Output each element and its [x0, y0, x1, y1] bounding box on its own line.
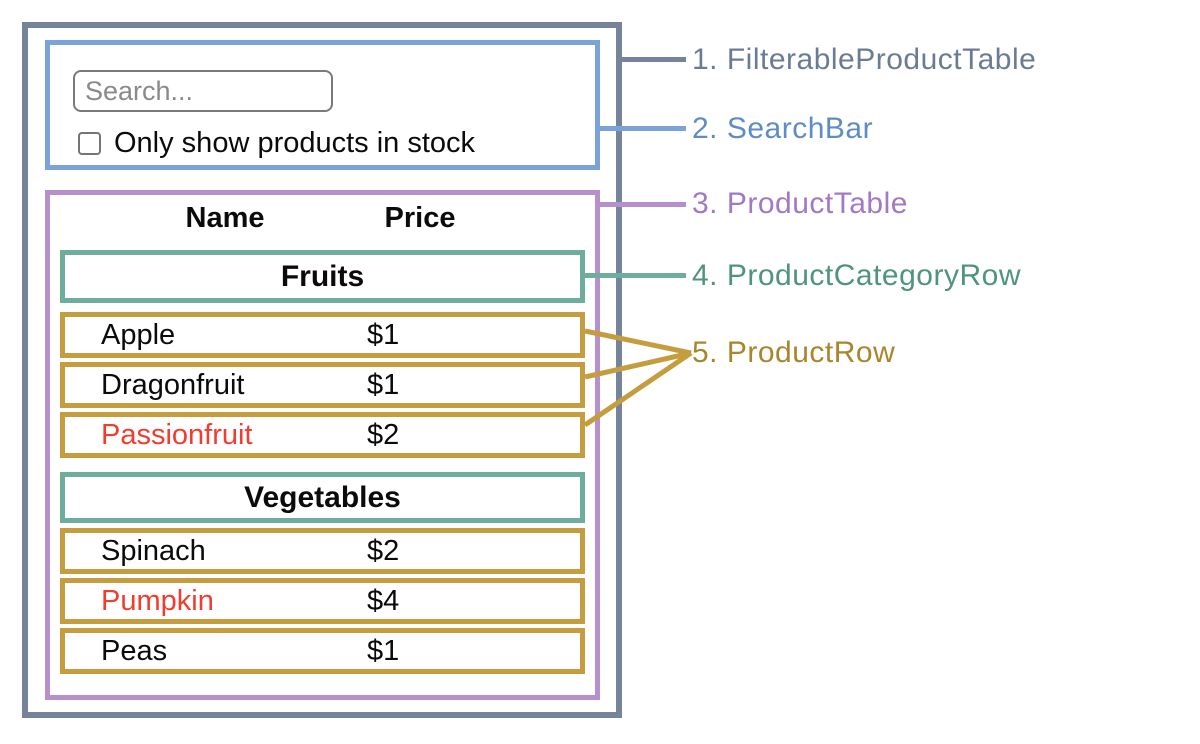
legend-connector-search-bar — [595, 126, 686, 131]
product-table-box: Name Price Fruits Apple $1 Dragonfruit $… — [45, 190, 600, 700]
product-price: $1 — [367, 634, 400, 667]
product-name: Spinach — [101, 534, 206, 567]
product-row-passionfruit: Passionfruit $2 — [60, 412, 585, 458]
product-price: $2 — [367, 418, 400, 451]
in-stock-checkbox[interactable] — [78, 132, 101, 155]
category-label: Vegetables — [244, 480, 401, 514]
product-row-peas: Peas $1 — [60, 628, 585, 674]
product-row-spinach: Spinach $2 — [60, 528, 585, 574]
category-label: Fruits — [280, 259, 365, 293]
product-name: Dragonfruit — [101, 368, 245, 401]
legend-label-product-table: 3. ProductTable — [692, 187, 908, 220]
legend-connector-filterable-product-table — [616, 57, 686, 62]
product-category-row-fruits: Fruits — [60, 250, 585, 303]
product-row-apple: Apple $1 — [60, 312, 585, 358]
legend-connector-product-table — [597, 202, 686, 207]
product-row-dragonfruit: Dragonfruit $1 — [60, 362, 585, 408]
product-name: Apple — [101, 318, 176, 351]
product-name: Passionfruit — [101, 418, 253, 451]
product-category-row-vegetables: Vegetables — [60, 472, 585, 523]
legend-label-product-row: 5. ProductRow — [692, 336, 896, 369]
product-name: Peas — [101, 634, 168, 667]
name-column-header: Name — [185, 202, 265, 234]
filterable-product-table-box: Only show products in stock Name Price F… — [22, 22, 622, 718]
legend-label-product-category-row: 4. ProductCategoryRow — [692, 259, 1021, 292]
product-price: $1 — [367, 318, 400, 351]
price-column-header: Price — [384, 202, 456, 234]
search-input[interactable] — [73, 70, 333, 112]
legend-connector-product-category-row — [583, 273, 686, 278]
product-price: $1 — [367, 368, 400, 401]
product-row-pumpkin: Pumpkin $4 — [60, 578, 585, 624]
legend-label-search-bar: 2. SearchBar — [692, 112, 874, 145]
product-price: $4 — [367, 584, 400, 617]
legend-label-filterable-product-table: 1. FilterableProductTable — [692, 43, 1037, 76]
in-stock-filter: Only show products in stock — [78, 127, 475, 160]
in-stock-checkbox-label: Only show products in stock — [114, 127, 476, 159]
search-bar-box: Only show products in stock — [45, 40, 600, 170]
product-price: $2 — [367, 534, 400, 567]
product-name: Pumpkin — [101, 584, 214, 617]
